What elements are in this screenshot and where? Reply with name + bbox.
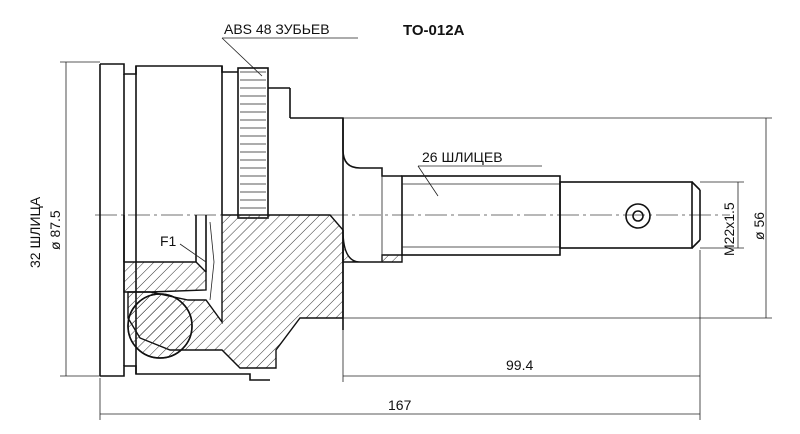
- outer-splines-label: 26 ШЛИЦЕВ: [422, 149, 503, 165]
- f1-leader: [179, 243, 207, 263]
- abs-ring: [237, 67, 291, 219]
- outer-diameter-dimension: ø 87.5 32 ШЛИЦА: [27, 61, 100, 377]
- overall-length-dimension: 167: [99, 378, 701, 420]
- abs-leader: [221, 37, 263, 77]
- thread-dimension: M22x1.5: [700, 181, 744, 256]
- outer-diameter-value: ø 87.5: [47, 210, 63, 250]
- abs-teeth-label: ABS 48 ЗУБЬЕВ: [224, 21, 330, 37]
- seal-diameter-value: ø 56: [751, 212, 767, 240]
- seal-diameter-dimension: ø 56: [343, 117, 772, 319]
- shaft-length-value: 99.4: [506, 357, 533, 373]
- inner-splines-label: 32 ШЛИЦА: [27, 196, 43, 268]
- f1-label: F1: [160, 233, 177, 249]
- threaded-end: [559, 181, 701, 249]
- inner-race: [123, 215, 215, 359]
- outer-splines-leader: [417, 165, 439, 197]
- shaft-length-dimension: 99.4: [342, 250, 701, 382]
- stem-section: [342, 229, 403, 263]
- overall-length-value: 167: [388, 397, 412, 413]
- part-number: TO-012A: [403, 22, 465, 39]
- thread-value: M22x1.5: [721, 202, 737, 256]
- stem-upper-profile: [290, 117, 402, 177]
